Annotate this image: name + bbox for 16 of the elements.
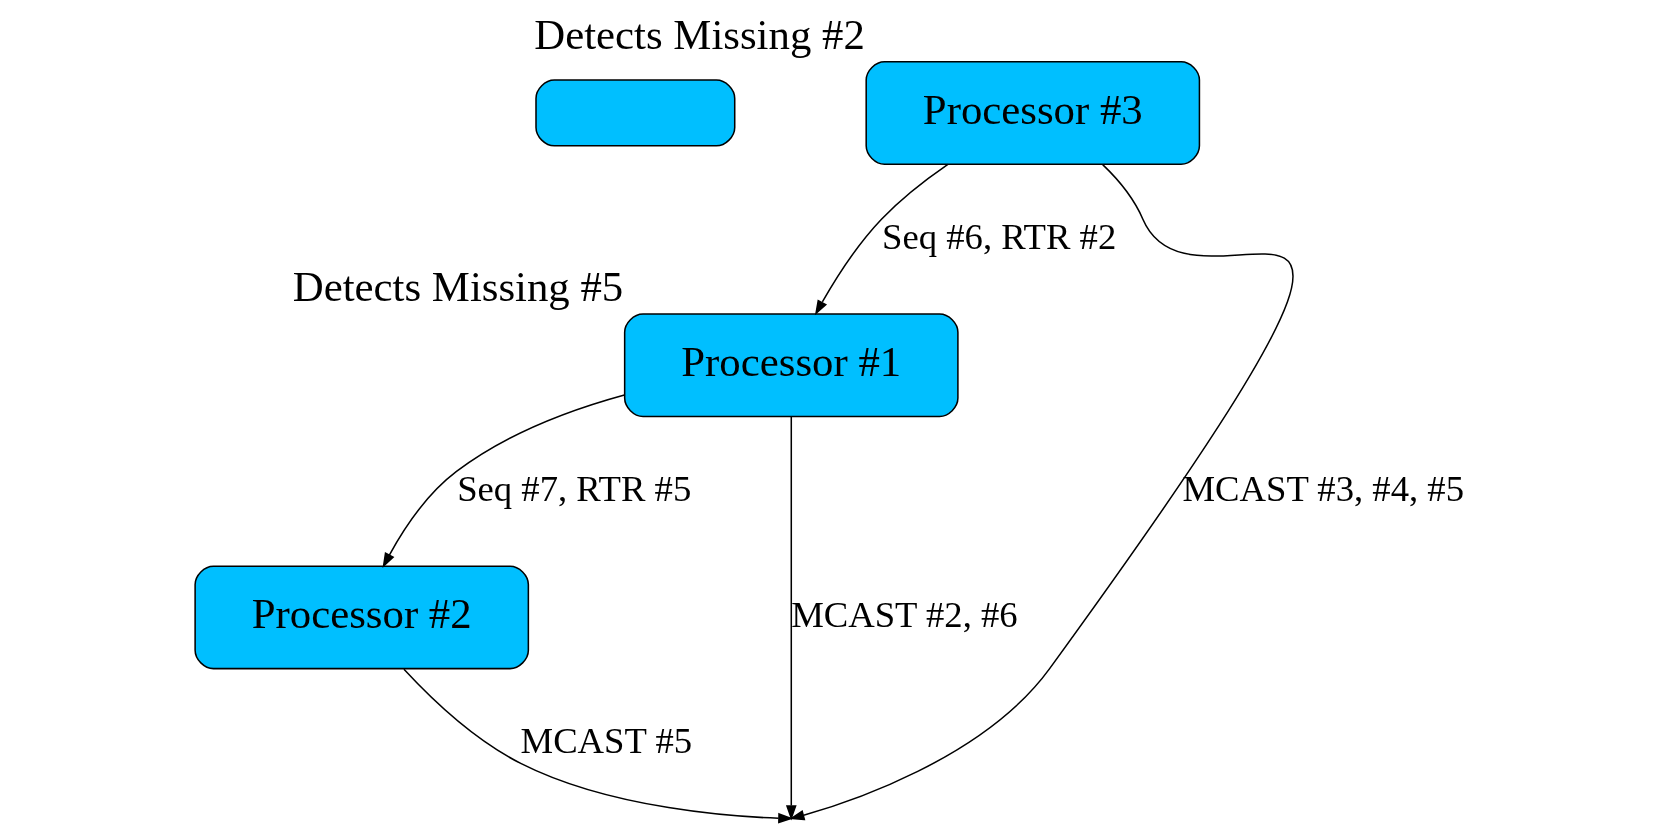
node-box — [534, 79, 735, 147]
edge-label: MCAST #2, #6 — [790, 593, 1018, 635]
node-box: Processor #3 — [864, 61, 1200, 165]
node-label: Detects Missing #5 — [292, 262, 623, 310]
node-box: Processor #2 — [193, 565, 529, 670]
node-box: Processor #1 — [623, 313, 959, 418]
edge-label: Seq #7, RTR #5 — [456, 467, 691, 509]
arrow — [402, 668, 793, 824]
arrow — [788, 163, 1294, 821]
arrow — [814, 163, 949, 316]
edge-label: MCAST #5 — [520, 720, 692, 762]
arrow — [382, 394, 625, 568]
edge-label: MCAST #3, #4, #5 — [1181, 467, 1464, 509]
node-label: Detects Missing #2 — [533, 10, 865, 58]
edge-label: Seq #6, RTR #2 — [881, 215, 1116, 257]
arrow — [785, 416, 805, 821]
